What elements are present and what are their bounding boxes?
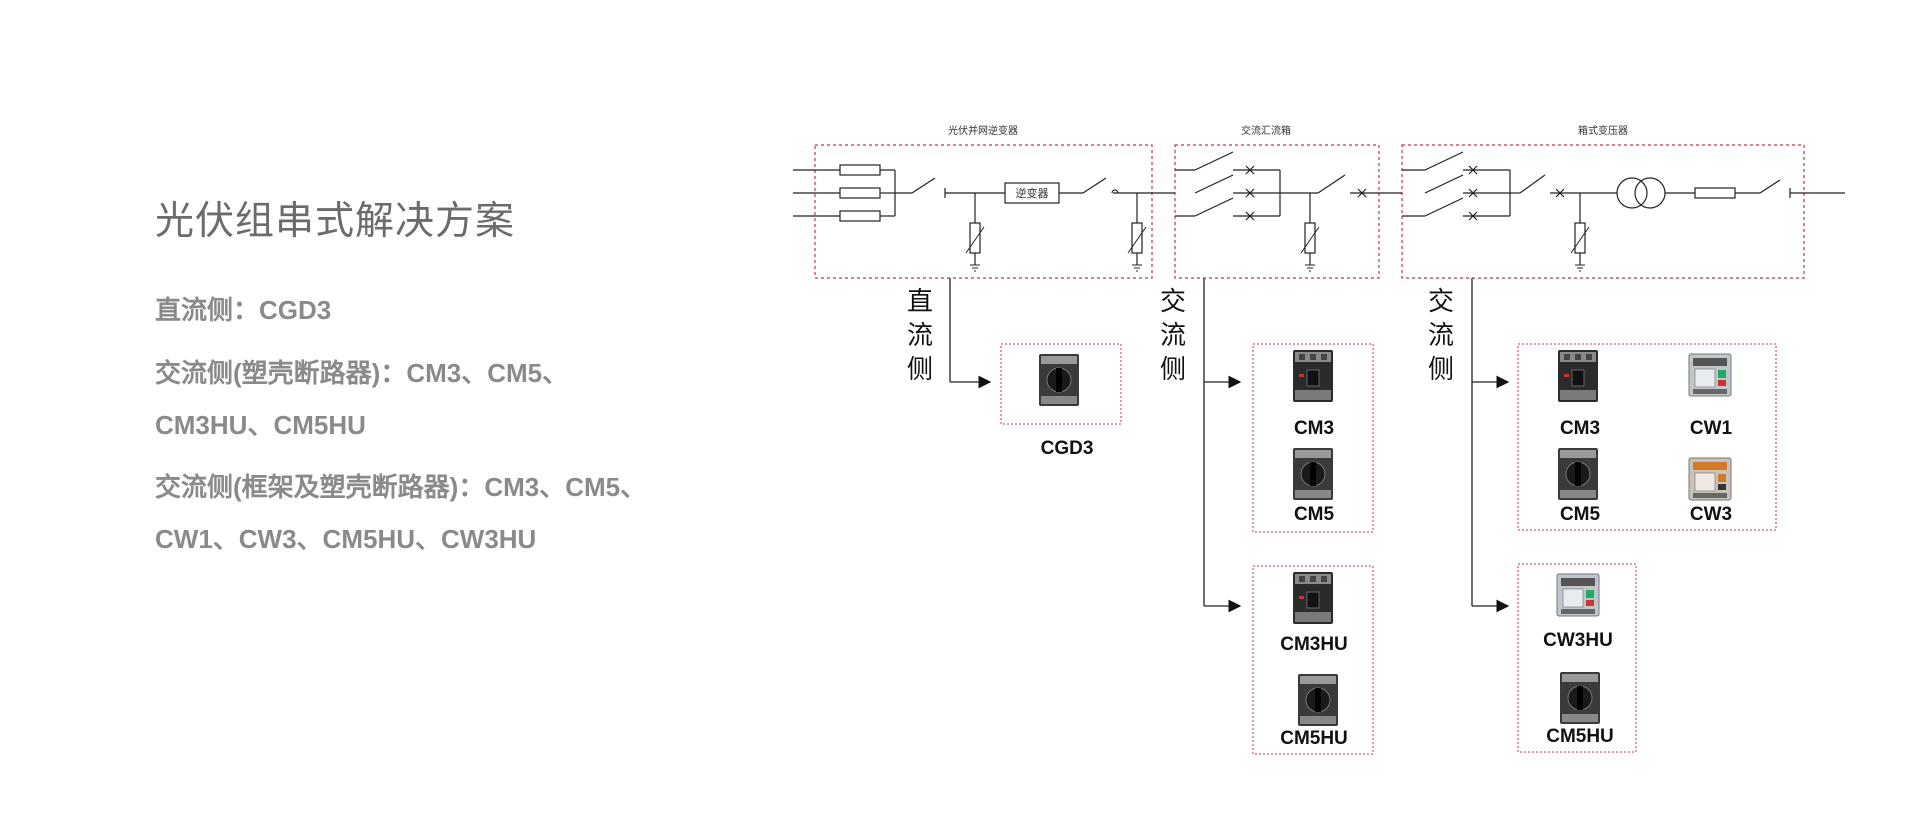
group3-cm5-label: CM5 bbox=[1560, 504, 1601, 525]
ac-side-1-char-3: 侧 bbox=[1160, 354, 1186, 384]
inverter-circuit bbox=[793, 164, 1175, 222]
surge-arrester-3 bbox=[1300, 208, 1320, 272]
ac-side-2-char-2: 流 bbox=[1428, 320, 1454, 350]
transformer-circuit bbox=[1402, 151, 1845, 217]
box-transformer-unit-title: 箱式变压器 bbox=[1578, 124, 1628, 137]
ac-side-acb-spec: 交流侧(框架及塑壳断路器)：CM3、CM5、 bbox=[155, 472, 647, 502]
ac-side-1-char-2: 流 bbox=[1160, 320, 1186, 350]
product-group-3-box bbox=[1517, 343, 1777, 531]
product-group-4-box bbox=[1517, 563, 1637, 753]
ac-side-mccb-spec: 交流侧(塑壳断路器)：CM3、CM5、 bbox=[155, 358, 569, 388]
g3-cm5-breaker-image bbox=[1557, 447, 1599, 501]
cm5hu-breaker-image bbox=[1297, 673, 1339, 727]
group4-cw3hu-label: CW3HU bbox=[1543, 630, 1613, 651]
cw3hu-breaker-image bbox=[1556, 573, 1600, 617]
inverter-unit-box bbox=[814, 144, 1153, 279]
ac-side-2-char-1: 交 bbox=[1428, 286, 1454, 316]
cm3-breaker-image bbox=[1292, 349, 1334, 403]
ac-side-label-2: 交 流 侧 bbox=[1428, 286, 1454, 384]
product-group-1-box bbox=[1252, 343, 1374, 533]
ac-side-label-1: 交 流 侧 bbox=[1160, 286, 1186, 384]
group3-cw3-label: CW3 bbox=[1690, 504, 1732, 525]
box-transformer-unit-box bbox=[1401, 144, 1805, 279]
product-group-2-box bbox=[1252, 565, 1374, 755]
dc-side-spec: 直流侧：CGD3 bbox=[155, 295, 332, 325]
ac-combiner-unit-title: 交流汇流箱 bbox=[1241, 124, 1291, 137]
cgd3-product-box bbox=[1000, 343, 1122, 425]
solution-text-panel: 光伏组串式解决方案 直流侧：CGD3 交流侧(塑壳断路器)：CM3、CM5、 C… bbox=[0, 0, 760, 828]
dc-side-char-2: 流 bbox=[907, 320, 933, 350]
ac-side-acb-spec-cont: CW1、CW3、CM5HU、CW3HU bbox=[155, 524, 537, 554]
surge-arrester-2 bbox=[1127, 208, 1147, 272]
group2-cm5hu-label: CM5HU bbox=[1280, 728, 1348, 749]
group2-cm3hu-label: CM3HU bbox=[1280, 634, 1348, 655]
group4-cm5hu-label: CM5HU bbox=[1546, 726, 1614, 747]
page-title: 光伏组串式解决方案 bbox=[155, 200, 516, 243]
dc-side-label: 直 流 侧 bbox=[907, 286, 933, 384]
group3-cm3-label: CM3 bbox=[1560, 418, 1600, 439]
dc-side-char-3: 侧 bbox=[907, 354, 933, 384]
surge-arrester-1 bbox=[965, 208, 985, 272]
ac-side-2-char-3: 侧 bbox=[1428, 354, 1454, 384]
surge-arrester-4 bbox=[1570, 208, 1590, 272]
cgd3-switch-image bbox=[1038, 353, 1080, 407]
group1-cm5-label: CM5 bbox=[1294, 504, 1335, 525]
cgd3-label: CGD3 bbox=[1041, 438, 1094, 459]
ac-combiner-circuit bbox=[1175, 151, 1402, 217]
g4-cm5hu-breaker-image bbox=[1559, 671, 1601, 725]
cm3hu-breaker-image bbox=[1292, 571, 1334, 625]
ac-side-mccb-spec-cont: CM3HU、CM5HU bbox=[155, 410, 366, 440]
dc-side-char-1: 直 bbox=[907, 286, 933, 316]
ac-side-1-char-1: 交 bbox=[1160, 286, 1186, 316]
group3-cw1-label: CW1 bbox=[1690, 418, 1733, 439]
cw1-breaker-image bbox=[1688, 353, 1732, 397]
cm5-breaker-image bbox=[1292, 447, 1334, 501]
g3-cm3-breaker-image bbox=[1557, 349, 1599, 403]
inverter-unit-title: 光伏并网逆变器 bbox=[948, 124, 1018, 137]
group1-cm3-label: CM3 bbox=[1294, 418, 1334, 439]
inverter-block-label: 逆变器 bbox=[1016, 186, 1049, 200]
connector-lines bbox=[949, 278, 1510, 613]
ac-combiner-unit-box bbox=[1174, 144, 1380, 279]
cw3-breaker-image bbox=[1688, 457, 1732, 501]
